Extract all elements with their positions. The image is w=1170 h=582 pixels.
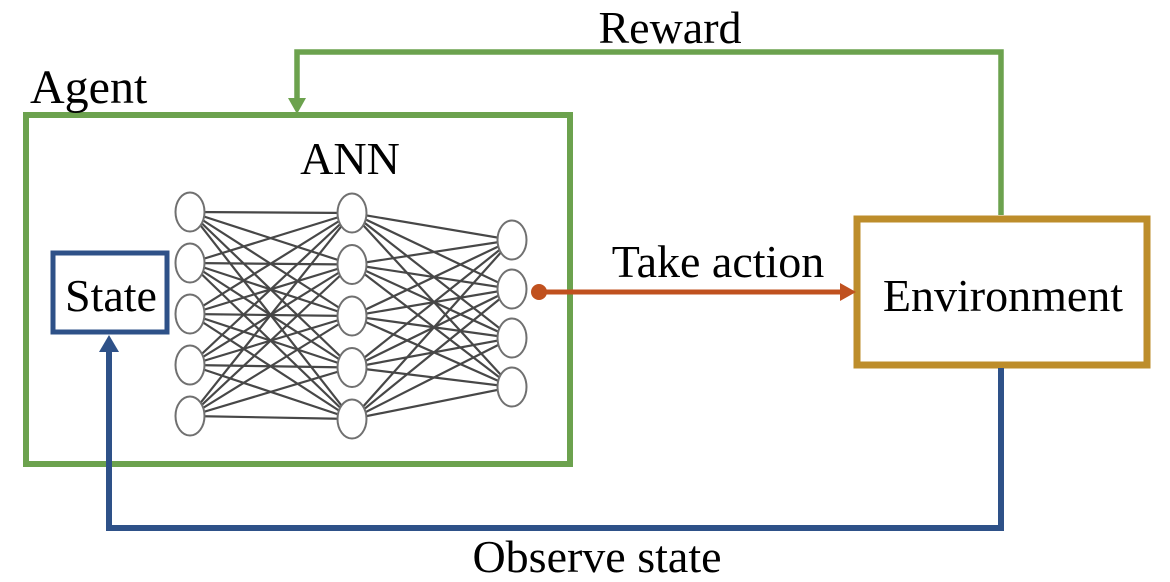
ann-edge — [351, 239, 513, 369]
ann-edge — [351, 212, 513, 388]
ann-node-layer1 — [174, 191, 206, 233]
ann-edge — [351, 238, 513, 266]
ann-node-layer2 — [336, 398, 368, 440]
reward-label: Reward — [598, 2, 741, 53]
ann-edge — [351, 314, 513, 389]
ann-edge — [189, 212, 353, 417]
ann-node-layer3 — [496, 366, 528, 408]
ann-node-layer2 — [336, 192, 368, 234]
environment-box — [853, 215, 1151, 369]
ann-edge — [189, 211, 353, 265]
ann-edge — [351, 239, 513, 420]
ann-edge — [351, 263, 513, 291]
observe-state-arrowhead — [99, 335, 119, 352]
ann-edge — [189, 315, 353, 417]
ann-edge — [189, 414, 353, 421]
ann-edge — [351, 314, 513, 340]
state-box — [50, 250, 170, 335]
ann-edge — [189, 366, 353, 418]
ann-edge — [189, 210, 353, 215]
ann-node-layer1 — [174, 242, 206, 284]
ann-node-layer2 — [336, 244, 368, 285]
observe-state-arrow — [99, 335, 1004, 531]
take-action-arrow — [531, 283, 856, 301]
reward-arrow — [288, 49, 1004, 215]
ann-edge — [351, 366, 513, 389]
agent-label: Agent — [30, 61, 148, 114]
ann-edge — [189, 263, 353, 417]
take-action-label: Take action — [612, 236, 825, 287]
take-action-origin-dot — [531, 284, 547, 300]
ann-edge — [351, 212, 513, 290]
ann-edge — [351, 288, 513, 420]
environment-label: Environment — [883, 270, 1123, 321]
ann-node-layer2 — [336, 295, 368, 337]
ann-edge — [351, 263, 513, 339]
ann-node-layer3 — [496, 268, 528, 310]
ann-node-layer1 — [174, 293, 206, 335]
ann-edge — [351, 263, 513, 388]
observe-state-label: Observe state — [472, 531, 721, 582]
ann-network — [174, 191, 528, 440]
ann-label: ANN — [300, 133, 400, 184]
ann-edge — [351, 239, 513, 317]
ann-edge — [351, 212, 513, 339]
ann-edge — [351, 385, 513, 421]
take-action-arrowhead — [840, 283, 856, 301]
ann-node-layer2 — [336, 347, 368, 388]
ann-node-layer1 — [174, 395, 206, 437]
ann-edge — [189, 212, 353, 366]
ann-edge — [351, 211, 513, 242]
ann-node-layer3 — [496, 317, 528, 359]
ann-node-layer3 — [496, 219, 528, 261]
ann-edge — [189, 212, 353, 315]
state-label: State — [65, 270, 157, 321]
reward-arrowhead — [288, 98, 306, 114]
ann-edge — [351, 337, 513, 420]
ann-node-layer1 — [174, 344, 206, 386]
